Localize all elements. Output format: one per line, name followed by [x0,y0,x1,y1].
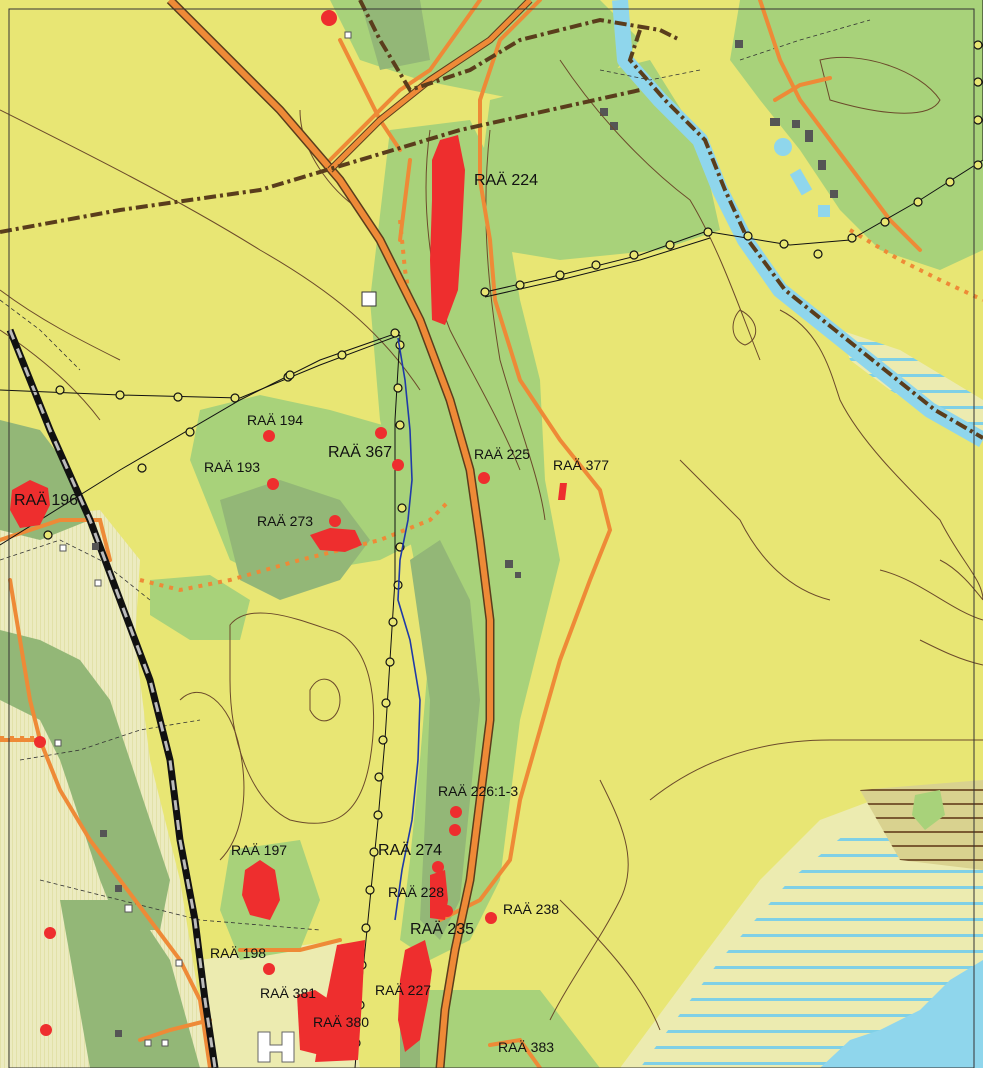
secondary-road [328,0,532,172]
label-raa-226: RAÄ 226:1-3 [438,783,518,799]
label-raa-380: RAÄ 380 [313,1014,369,1030]
label-raa-383: RAÄ 383 [498,1039,554,1055]
memorial-stone-icon [361,291,377,307]
monument-raa-197-area [242,860,280,920]
monument-raa-273-area [310,528,362,552]
label-raa-238: RAÄ 238 [503,901,559,917]
site-labels: RAÄ 224 RAÄ 194 RAÄ 367 RAÄ 193 RAÄ 225 … [14,171,609,1055]
label-raa-193: RAÄ 193 [204,459,260,475]
building-cluster [54,31,743,1047]
dense-forest-area [220,480,370,600]
railway [8,329,217,1068]
ancient-monuments [10,10,567,1062]
label-raa-197: RAÄ 197 [231,842,287,858]
dense-forest-area [410,540,480,940]
label-raa-235: RAÄ 235 [410,920,474,938]
label-raa-227: RAÄ 227 [375,982,431,998]
map-border [8,8,975,1068]
monument-raa-227-area [398,940,432,1052]
power-poles [43,40,983,1048]
monument-raa-380-area [315,940,365,1062]
municipal-boundary [0,88,641,234]
label-raa-273: RAÄ 273 [257,513,313,529]
label-raa-194: RAÄ 194 [247,412,303,428]
forest-area [150,575,250,640]
dense-forest-area [0,630,170,930]
label-raa-196: RAÄ 196 [14,491,78,509]
footpaths [0,19,871,931]
label-raa-381: RAÄ 381 [260,985,316,1001]
dense-forest-area [60,900,200,1068]
stream [394,337,421,921]
lake-water [820,960,983,1068]
label-raa-228: RAÄ 228 [388,884,444,900]
river [612,0,983,447]
forest-area [360,0,430,70]
label-raa-224: RAÄ 224 [474,171,538,189]
label-raa-274: RAÄ 274 [378,841,442,859]
forest-patch [912,790,945,830]
school-building [257,1031,295,1063]
label-raa-225: RAÄ 225 [474,446,530,462]
forest-area [370,120,560,960]
monument-raa-196-area [10,480,50,528]
water-tanks [774,138,830,217]
municipal-boundary [358,0,681,93]
label-raa-367: RAÄ 367 [328,443,392,461]
main-road [167,0,493,1068]
label-raa-377: RAÄ 377 [553,457,609,473]
label-raa-198: RAÄ 198 [210,945,266,961]
wetland-area [640,810,983,1068]
monument-raa-377-mark [558,483,567,500]
monument-raa-224-area [430,135,465,325]
building-cluster [600,108,838,198]
municipal-boundary [627,29,983,440]
